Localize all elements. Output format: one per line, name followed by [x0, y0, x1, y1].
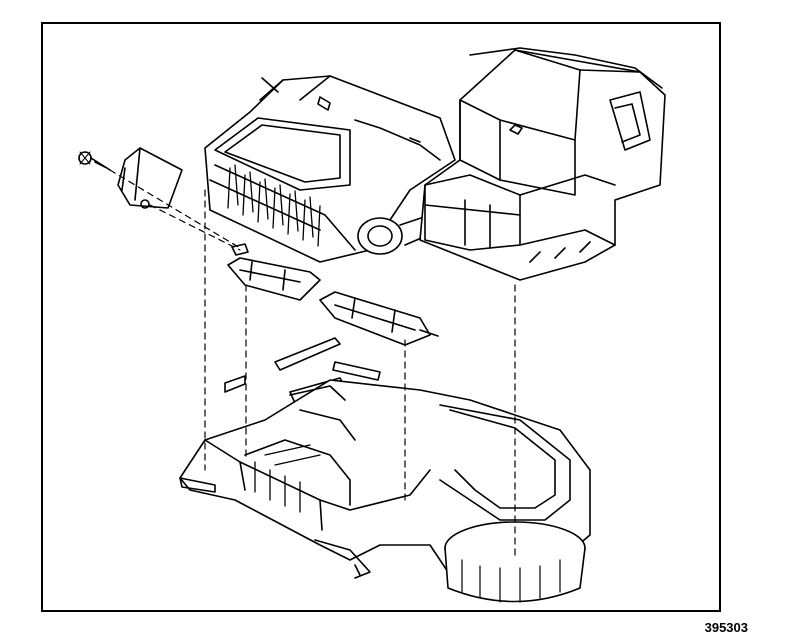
door-2: [319, 291, 439, 346]
actuator: [117, 147, 183, 209]
fastener: [78, 151, 111, 171]
diagram-frame: [41, 22, 721, 612]
lower-case: [179, 379, 591, 603]
guide-lines: [109, 169, 516, 561]
upper-case: [204, 75, 456, 263]
figure-code: 395303: [704, 620, 748, 635]
door-1: [227, 243, 321, 301]
blower-housing: [419, 47, 666, 281]
